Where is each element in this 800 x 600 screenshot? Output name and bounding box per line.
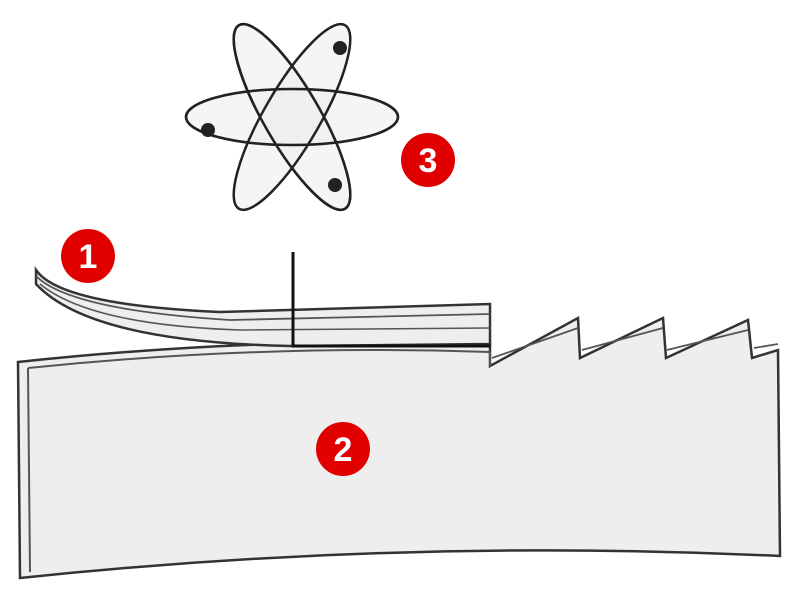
electron-dot [328,178,342,192]
electron-dot [333,41,347,55]
badge-1: 1 [61,229,115,283]
badge-3: 3 [401,133,455,187]
badge-2-label: 2 [334,431,353,469]
connector-line [291,252,490,348]
atom-icon [184,22,400,212]
badge-2: 2 [316,422,370,476]
electron-dot [201,123,215,137]
badge-1-label: 1 [79,238,98,276]
top-strip [34,265,492,348]
main-blade [16,315,782,580]
badge-3-label: 3 [419,142,438,180]
